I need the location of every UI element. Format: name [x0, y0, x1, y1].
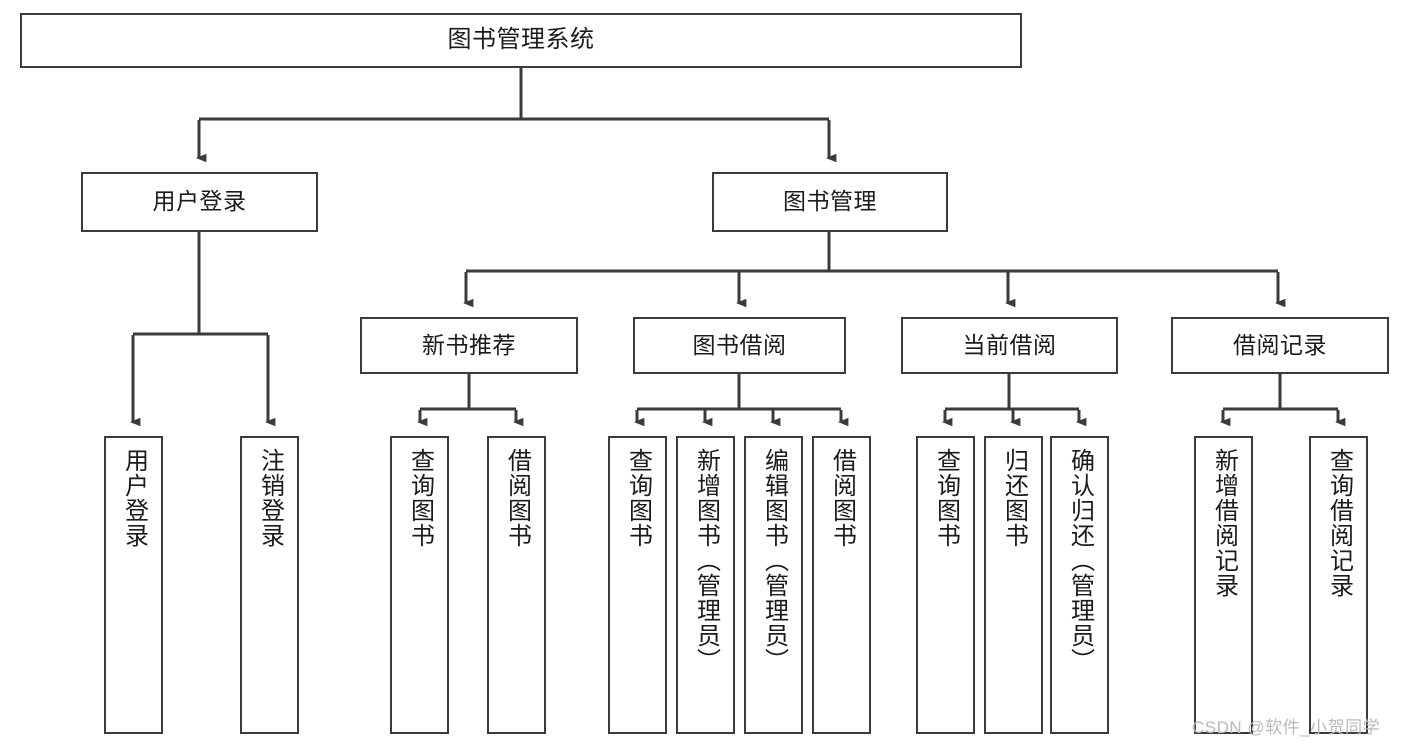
leaf-user-login-login-label: 用户登录	[120, 448, 148, 548]
leaf-book-borrow-add-label: 新增图书（管理员）	[692, 448, 720, 673]
leaf-book-borrow-edit[interactable]: 编辑图书（管理员）	[744, 436, 803, 734]
leaf-book-borrow-borrow[interactable]: 借阅图书	[812, 436, 871, 734]
node-new-book-recommend-label: 新书推荐	[422, 331, 516, 358]
leaf-book-borrow-add[interactable]: 新增图书（管理员）	[676, 436, 735, 734]
leaf-borrow-record-add[interactable]: 新增借阅记录	[1194, 436, 1253, 734]
node-book-borrow-label: 图书借阅	[692, 331, 787, 358]
leaf-current-borrow-confirm-return-label: 确认归还（管理员）	[1066, 448, 1094, 673]
node-root-system-label: 图书管理系统	[447, 26, 595, 54]
node-new-book-recommend[interactable]: 新书推荐	[360, 317, 578, 374]
node-book-management-label: 图书管理	[783, 188, 877, 215]
leaf-borrow-record-query[interactable]: 查询借阅记录	[1309, 436, 1368, 734]
leaf-user-login-login[interactable]: 用户登录	[104, 436, 163, 734]
leaf-borrow-record-add-label: 新增借阅记录	[1210, 448, 1238, 598]
leaf-borrow-record-query-label: 查询借阅记录	[1325, 448, 1353, 598]
leaf-new-book-borrow-label: 借阅图书	[503, 448, 531, 548]
node-root-system[interactable]: 图书管理系统	[20, 13, 1022, 68]
node-borrow-record-label: 借阅记录	[1233, 331, 1327, 358]
node-user-login[interactable]: 用户登录	[81, 172, 318, 232]
node-current-borrow-label: 当前借阅	[962, 331, 1057, 358]
node-book-management[interactable]: 图书管理	[712, 172, 948, 232]
node-borrow-record[interactable]: 借阅记录	[1171, 317, 1389, 374]
leaf-current-borrow-query-label: 查询图书	[932, 448, 960, 548]
leaf-current-borrow-confirm-return[interactable]: 确认归还（管理员）	[1050, 436, 1109, 734]
csdn-watermark: CSDN @软件_小贺同学	[1192, 718, 1381, 737]
node-user-login-label: 用户登录	[152, 188, 247, 215]
leaf-current-borrow-return[interactable]: 归还图书	[984, 436, 1043, 734]
leaf-book-borrow-query-label: 查询图书	[624, 448, 652, 548]
leaf-current-borrow-return-label: 归还图书	[1000, 448, 1028, 548]
leaf-user-login-logout-label: 注销登录	[256, 448, 284, 548]
leaf-new-book-query-label: 查询图书	[406, 448, 434, 548]
leaf-book-borrow-edit-label: 编辑图书（管理员）	[760, 448, 788, 673]
leaf-user-login-logout[interactable]: 注销登录	[240, 436, 299, 734]
leaf-current-borrow-query[interactable]: 查询图书	[916, 436, 975, 734]
node-current-borrow[interactable]: 当前借阅	[901, 317, 1118, 374]
leaf-new-book-query[interactable]: 查询图书	[390, 436, 449, 734]
node-book-borrow[interactable]: 图书借阅	[633, 317, 846, 374]
leaf-new-book-borrow[interactable]: 借阅图书	[487, 436, 546, 734]
leaf-book-borrow-borrow-label: 借阅图书	[828, 448, 856, 548]
leaf-book-borrow-query[interactable]: 查询图书	[608, 436, 667, 734]
